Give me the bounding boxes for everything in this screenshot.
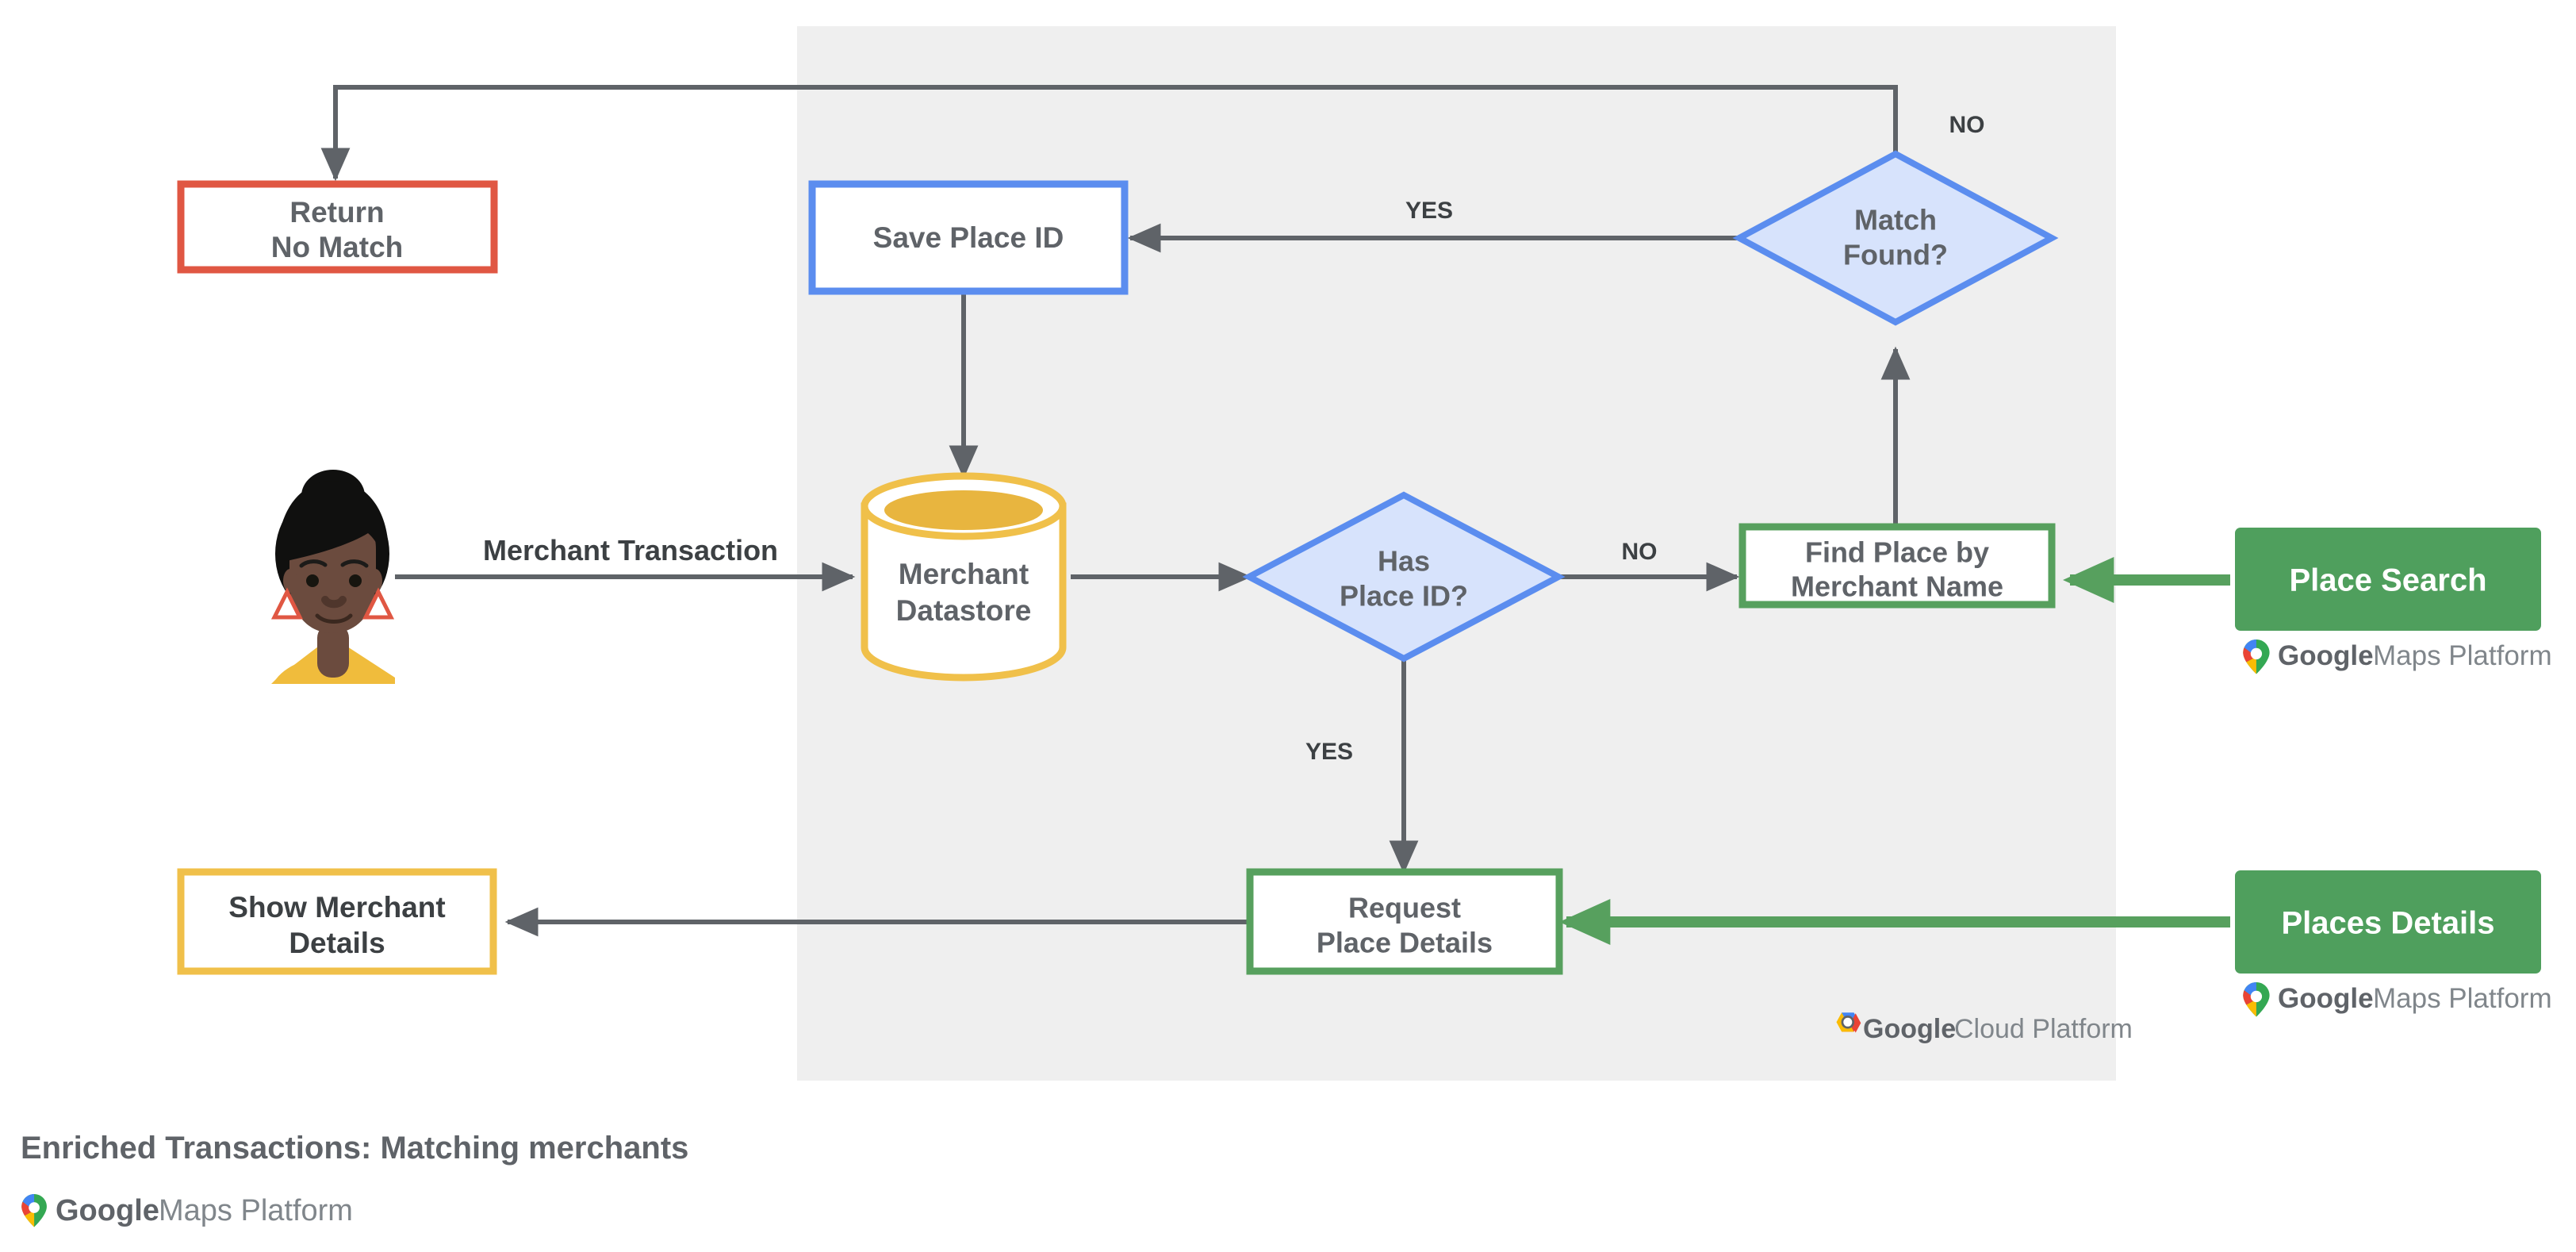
- node-merchant-datastore-top-fill: [884, 490, 1043, 530]
- node-merchant-datastore-body: [861, 502, 1067, 682]
- node-save-place-id[interactable]: Save Place ID: [808, 180, 1129, 295]
- avatar-eye-left: [306, 574, 319, 587]
- avatar-earring-right: [362, 587, 395, 620]
- api-button-place-search-label: Place Search: [2289, 563, 2486, 598]
- avatar-mouth: [315, 613, 353, 624]
- label-no-match-found: NO: [1949, 112, 1985, 138]
- merchant-customer-avatar: [270, 470, 395, 684]
- node-save-place-id-label: Save Place ID: [873, 221, 1064, 254]
- label-no-has-place-id: NO: [1622, 539, 1658, 565]
- node-find-place-by-merchant-name-shape: [1738, 523, 2056, 609]
- node-has-place-id-label-1: Has: [1378, 545, 1430, 578]
- node-find-place-by-merchant-name[interactable]: Find Place by Merchant Name: [1738, 523, 2056, 609]
- avatar-hair-front: [278, 481, 389, 578]
- node-has-place-id[interactable]: Has Place ID?: [1242, 491, 1566, 662]
- avatar-eyebrow-right: [340, 559, 369, 568]
- node-merchant-datastore[interactable]: Merchant Datastore: [861, 472, 1067, 682]
- caption-logo-product: Maps Platform: [159, 1194, 353, 1227]
- node-has-place-id-shape: [1242, 491, 1566, 662]
- node-find-place-by-merchant-name-label-1: Find Place by: [1805, 536, 1989, 569]
- place-search-maps-platform-logo: Google Maps Platform: [2243, 639, 2552, 674]
- caption-logo-brand: Google: [56, 1194, 159, 1227]
- node-return-no-match-label-1: Return: [289, 196, 384, 229]
- node-return-no-match-label-2: No Match: [271, 231, 404, 263]
- place-search-logo-brand: Google: [2278, 640, 2374, 671]
- avatar-earring-left: [270, 587, 304, 620]
- node-match-found-label-1: Match: [1854, 204, 1937, 236]
- page-title: Enriched Transactions: Matching merchant…: [21, 1131, 688, 1166]
- places-details-maps-platform-logo: Google Maps Platform: [2243, 982, 2552, 1017]
- gcp-logo-brand: Google: [1863, 1014, 1956, 1044]
- api-button-places-details-label: Places Details: [2281, 906, 2494, 941]
- places-details-logo-product: Maps Platform: [2373, 983, 2552, 1014]
- node-return-no-match-shape: [177, 180, 498, 274]
- api-button-place-search-shape: [2235, 528, 2541, 631]
- avatar-eye-right: [349, 574, 362, 587]
- caption-maps-platform-logo: Google Maps Platform: [21, 1194, 353, 1227]
- node-match-found[interactable]: Match Found?: [1732, 150, 2059, 326]
- edge-match-found-no-to-return-no-match: [320, 85, 1898, 182]
- node-request-place-details-label-2: Place Details: [1317, 927, 1493, 959]
- node-match-found-label-2: Found?: [1843, 239, 1948, 271]
- node-show-merchant-details-shape: [177, 868, 497, 975]
- node-request-place-details-shape: [1246, 868, 1563, 975]
- node-request-place-details-label-1: Request: [1348, 892, 1461, 924]
- avatar-nose: [321, 596, 347, 609]
- places-details-logo-brand: Google: [2278, 983, 2374, 1014]
- api-button-place-search[interactable]: Place Search: [2235, 528, 2541, 631]
- avatar-eyebrow-left: [299, 559, 328, 568]
- node-show-merchant-details[interactable]: Show Merchant Details: [177, 868, 497, 975]
- avatar-ear-right: [368, 569, 382, 593]
- api-button-places-details[interactable]: Places Details: [2235, 870, 2541, 974]
- avatar-neck: [317, 624, 349, 678]
- gcp-logo-product: Cloud Platform: [1954, 1014, 2133, 1044]
- node-return-no-match[interactable]: Return No Match: [177, 180, 498, 274]
- node-save-place-id-shape: [808, 180, 1129, 295]
- label-merchant-transaction: Merchant Transaction: [483, 534, 778, 566]
- node-show-merchant-details-label-1: Show Merchant: [228, 891, 445, 924]
- node-find-place-by-merchant-name-label-2: Merchant Name: [1791, 570, 2003, 603]
- place-search-logo-product: Maps Platform: [2373, 640, 2552, 671]
- avatar-ear-left: [283, 569, 297, 593]
- label-yes-match-found: YES: [1405, 198, 1453, 224]
- api-button-places-details-shape: [2235, 870, 2541, 974]
- label-yes-has-place-id: YES: [1305, 739, 1353, 765]
- node-merchant-datastore-label-1: Merchant: [899, 558, 1029, 590]
- node-show-merchant-details-label-2: Details: [289, 927, 385, 959]
- node-match-found-shape: [1732, 150, 2059, 326]
- node-merchant-datastore-label-2: Datastore: [896, 594, 1032, 627]
- node-has-place-id-label-2: Place ID?: [1340, 580, 1468, 613]
- google-cloud-platform-logo: Google Cloud Platform: [1836, 1012, 2133, 1044]
- node-request-place-details[interactable]: Request Place Details: [1246, 868, 1563, 975]
